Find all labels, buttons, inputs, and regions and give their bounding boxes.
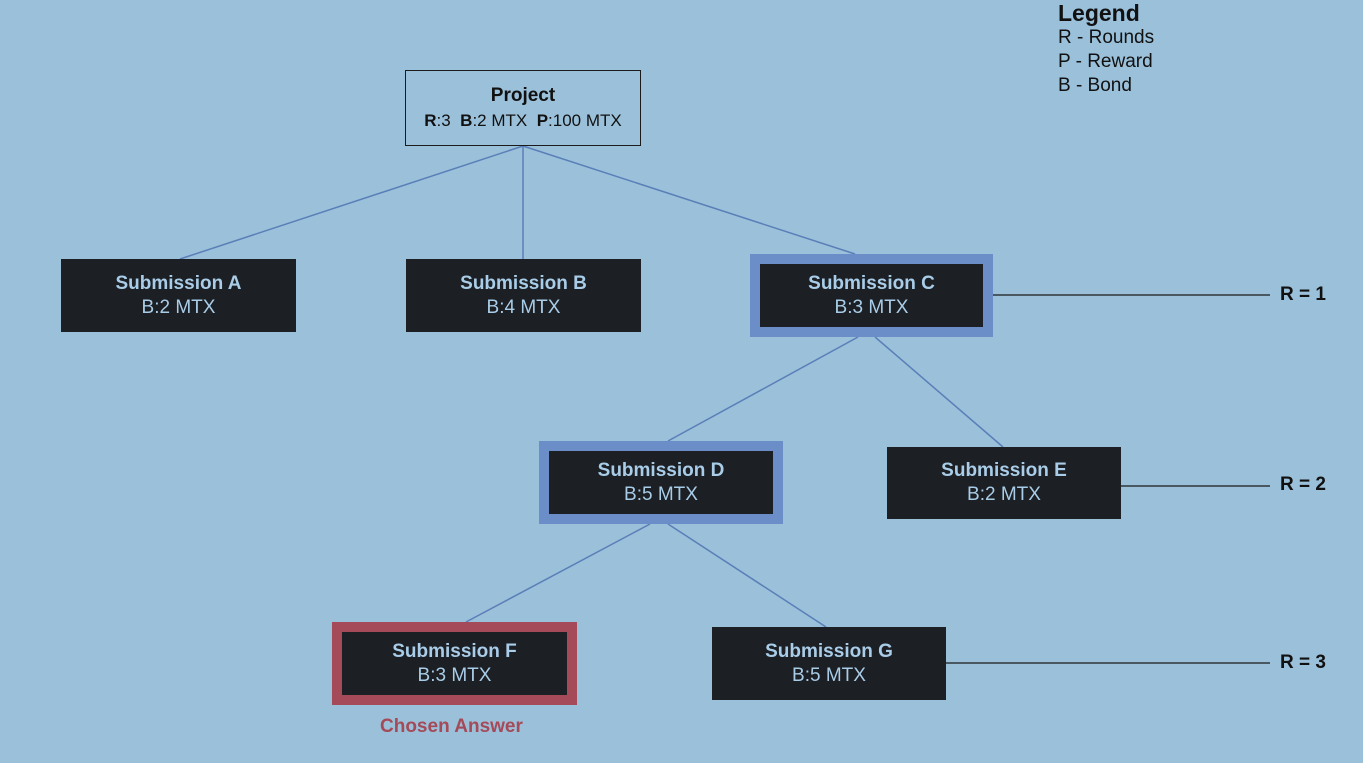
legend: Legend R - Rounds P - Reward B - Bond xyxy=(1058,0,1154,98)
submission-f-bond: B:3 MTX xyxy=(417,664,492,686)
submission-f-node: Submission F B:3 MTX xyxy=(332,622,577,705)
edge-project-a xyxy=(179,145,524,260)
reward-value: :100 MTX xyxy=(548,111,622,130)
chosen-answer-label: Chosen Answer xyxy=(380,716,523,737)
submission-b-node: Submission B B:4 MTX xyxy=(406,259,641,332)
submission-e-node: Submission E B:2 MTX xyxy=(887,447,1121,519)
edge-d-g xyxy=(667,523,827,628)
submission-a-title: Submission A xyxy=(115,272,242,294)
submission-d-title: Submission D xyxy=(597,459,725,481)
rounds-key: R xyxy=(424,111,437,130)
bond-key: B xyxy=(460,111,473,130)
submission-d-node: Submission D B:5 MTX xyxy=(539,441,783,524)
rounds-value: :3 xyxy=(436,111,451,130)
submission-f-title: Submission F xyxy=(392,640,517,662)
submission-a-bond: B:2 MTX xyxy=(141,296,216,318)
submission-g-node: Submission G B:5 MTX xyxy=(712,627,946,700)
bond-value: :2 MTX xyxy=(472,111,528,130)
submission-e-bond: B:2 MTX xyxy=(967,484,1041,505)
submission-g-bond: B:5 MTX xyxy=(792,664,866,686)
project-node: Project R:3 B:2 MTX P:100 MTX xyxy=(405,70,641,146)
submission-d-bond: B:5 MTX xyxy=(624,483,698,505)
submission-c-node: Submission C B:3 MTX xyxy=(750,254,993,337)
round-3-label: R = 3 xyxy=(1280,652,1326,673)
edge-c-d xyxy=(667,336,859,442)
submission-b-title: Submission B xyxy=(460,272,587,294)
round-2-label: R = 2 xyxy=(1280,474,1326,495)
legend-item-rounds: R - Rounds xyxy=(1058,27,1155,48)
submission-c-title: Submission C xyxy=(808,272,935,294)
legend-item-bond: B - Bond xyxy=(1058,75,1132,96)
edge-d-f xyxy=(465,523,651,623)
legend-item-reward: P - Reward xyxy=(1058,51,1153,72)
project-title: Project xyxy=(490,85,556,106)
round-1-label: R = 1 xyxy=(1280,284,1326,305)
submission-g-title: Submission G xyxy=(765,640,893,662)
submission-a-node: Submission A B:2 MTX xyxy=(61,259,296,332)
edge-c-e xyxy=(874,336,1004,448)
reward-key: P xyxy=(536,111,549,130)
submission-c-bond: B:3 MTX xyxy=(834,296,909,318)
legend-title: Legend xyxy=(1058,0,1140,26)
project-details: R:3 B:2 MTX P:100 MTX xyxy=(424,109,622,133)
submission-e-title: Submission E xyxy=(941,460,1067,481)
edge-project-c xyxy=(522,145,856,255)
submission-b-bond: B:4 MTX xyxy=(486,296,561,318)
